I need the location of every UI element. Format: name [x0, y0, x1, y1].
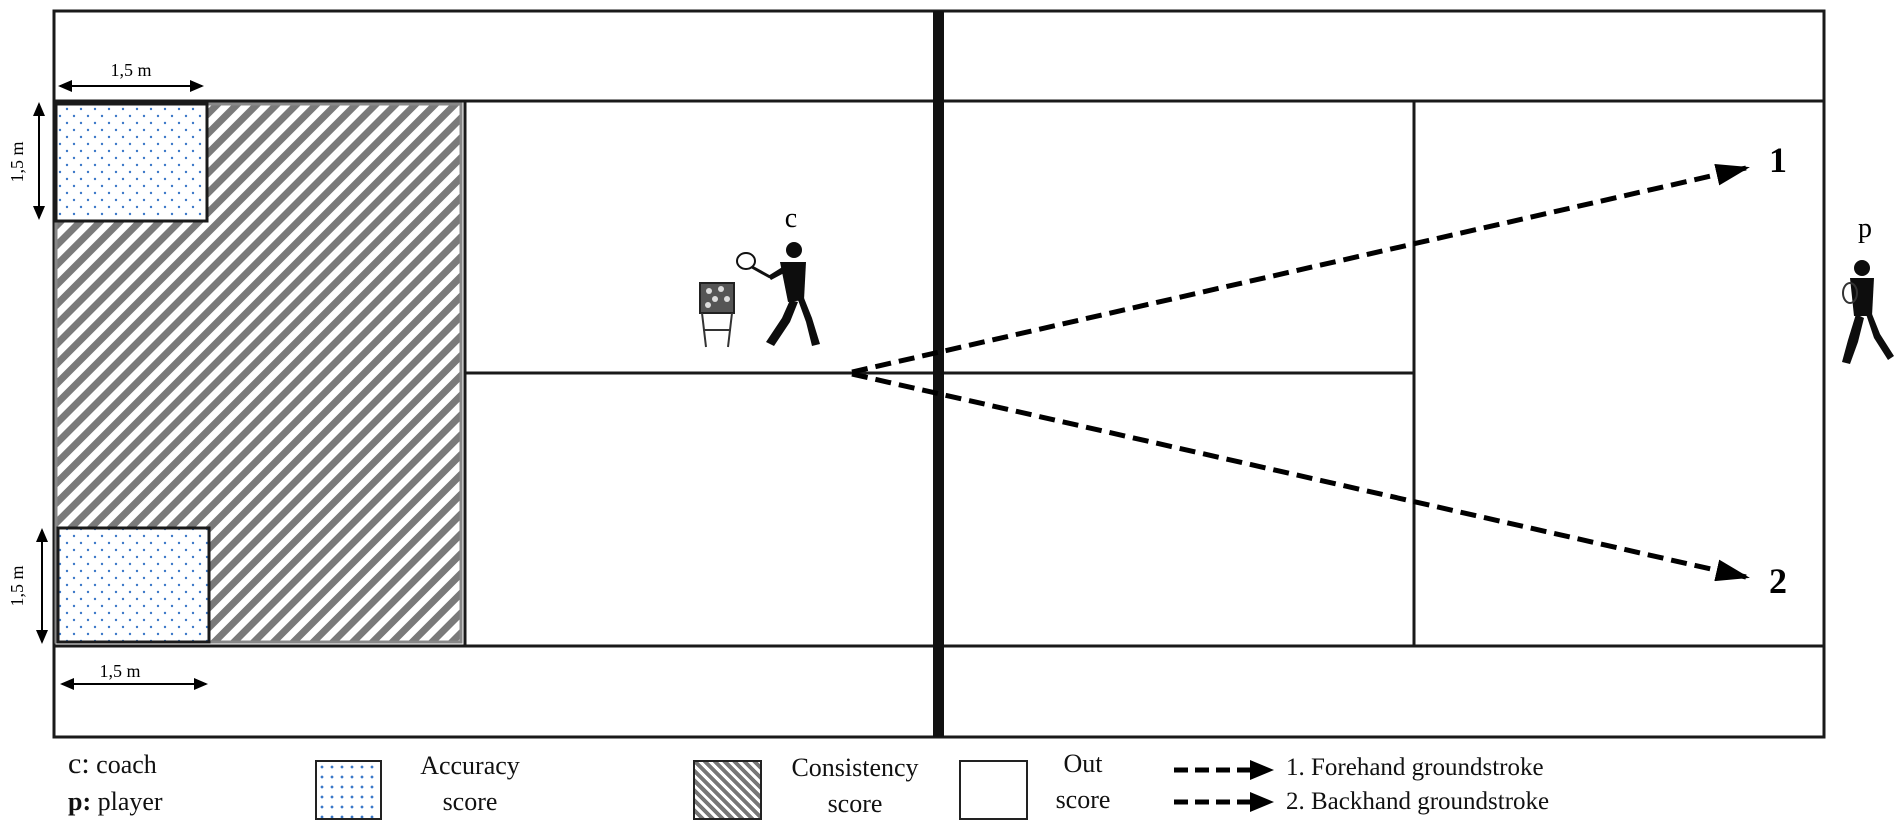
legend-out-label: Out score	[1040, 746, 1126, 818]
backhand-target-label: 2	[1769, 561, 1787, 601]
dimension-label-left-bottom: 1,5 m	[7, 565, 27, 606]
legend-coach: c: coach	[68, 746, 157, 783]
backhand-arrow	[851, 371, 1750, 582]
legend-backhand-text: 2. Backhand groundstroke	[1286, 788, 1550, 815]
legend-arrow-icons	[1174, 760, 1274, 812]
legend-coach-text: coach	[96, 750, 157, 779]
dimension-label-top: 1,5 m	[110, 60, 151, 80]
tennis-court-diagram: 1,5 m 1,5 m 1,5 m 1,5 m 1 2 c	[7, 9, 1894, 739]
coach-label: c	[785, 203, 797, 234]
forehand-target-label: 1	[1769, 140, 1787, 180]
legend-accuracy-line1: Accuracy	[420, 751, 520, 780]
legend-out-line1: Out	[1063, 749, 1103, 778]
legend-consistency-swatch	[693, 760, 762, 820]
net	[933, 11, 944, 737]
legend-coach-key: c:	[68, 747, 90, 780]
dimension-top-horizontal: 1,5 m	[58, 60, 204, 92]
legend-forehand-text: 1. Forehand groundstroke	[1286, 754, 1544, 781]
legend-out-line2: score	[1055, 785, 1111, 814]
dimension-bottom-horizontal: 1,5 m	[60, 661, 208, 690]
legend-accuracy-label: Accuracy score	[400, 748, 540, 820]
dimension-bottom-vertical: 1,5 m	[7, 528, 48, 644]
legend-player-key: p:	[68, 787, 92, 816]
legend-player-text: player	[97, 787, 163, 816]
dimension-top-vertical: 1,5 m	[7, 102, 45, 220]
legend-accuracy-swatch	[315, 760, 382, 820]
dimension-label-bottom: 1,5 m	[99, 661, 140, 681]
legend-consistency-label: Consistency score	[770, 750, 940, 822]
player-label: p	[1858, 213, 1872, 244]
player-silhouette-icon	[1842, 260, 1894, 364]
legend-consistency-line2: score	[827, 789, 883, 818]
legend-accuracy-line2: score	[442, 787, 498, 816]
ball-basket-icon	[699, 282, 735, 348]
legend-player: p: player	[68, 784, 163, 820]
legend: c: coach p: player Accuracy score Consis…	[0, 746, 1902, 831]
coach-silhouette-icon	[736, 242, 820, 346]
stroke-arrows	[851, 163, 1750, 582]
dimension-label-left-top: 1,5 m	[7, 141, 27, 182]
forehand-arrow	[851, 163, 1750, 375]
accuracy-zone-bottom	[56, 526, 211, 644]
accuracy-zone-top	[54, 102, 209, 223]
legend-out-swatch	[959, 760, 1028, 820]
legend-consistency-line1: Consistency	[791, 753, 919, 782]
